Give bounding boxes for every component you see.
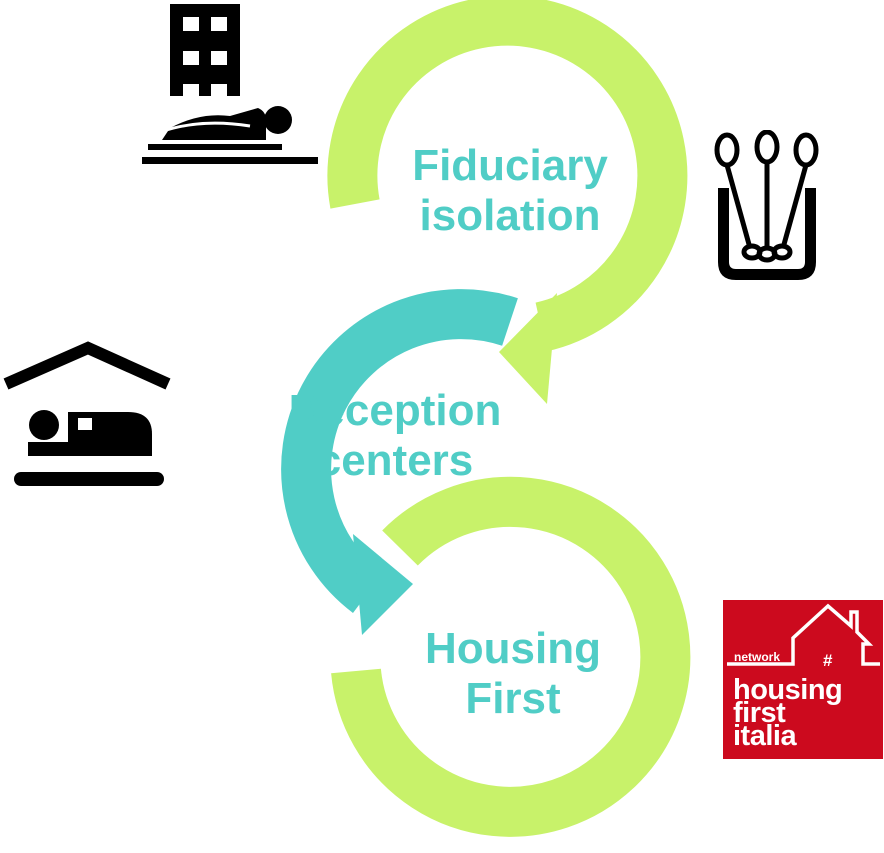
stage-label-line: isolation <box>419 191 601 240</box>
housing-first-italia-logo: network # housing first italia <box>723 600 883 759</box>
logo-line-housing: housing <box>733 674 843 706</box>
logo-line-italia: italia <box>733 720 797 752</box>
housing-first-ring <box>331 476 691 837</box>
cotton-swab-test-icon <box>714 130 819 280</box>
stage-label-line: centers <box>316 436 474 485</box>
stage-label-line: Fiduciary <box>412 141 608 190</box>
logo-hash-text: # <box>823 651 833 670</box>
fiduciary-loop-arrow <box>327 0 688 352</box>
stage-label-housing-first: Housing First <box>400 624 626 724</box>
logo-line-first: first <box>733 697 786 729</box>
shelter-bed-icon <box>3 341 171 486</box>
stage-label-line: Reception <box>288 386 502 435</box>
stage-label-line: First <box>465 674 561 723</box>
stage-label-fiduciary-isolation: Fiduciary isolation <box>385 141 635 241</box>
house-outline-icon <box>727 603 880 666</box>
fiduciary-arrowhead <box>499 293 557 404</box>
logo-network-text: network <box>734 650 781 664</box>
hotel-bed-icon <box>142 4 318 164</box>
reception-arrowhead <box>353 534 413 635</box>
stage-label-line: Housing <box>425 624 601 673</box>
stage-label-reception-centers: Reception centers <box>260 386 530 486</box>
reception-loop-arrow <box>281 289 518 613</box>
